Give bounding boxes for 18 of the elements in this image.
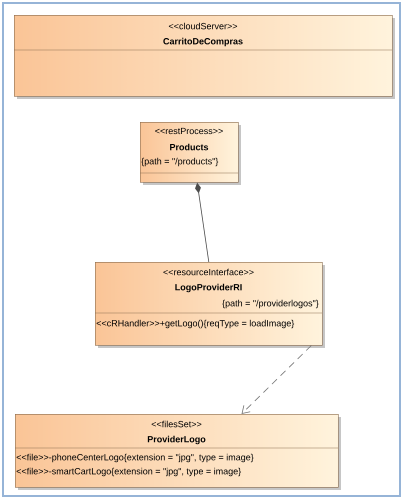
class-name: LogoProviderRI — [175, 284, 242, 292]
class-box — [140, 122, 241, 185]
tagged-value: {path = "/providerlogos"} — [222, 300, 319, 308]
class-name: ProviderLogo — [148, 436, 206, 444]
class-box — [14, 15, 395, 99]
class-name: CarritoDeCompras — [163, 38, 243, 46]
class-name: Products — [170, 144, 208, 150]
stereotype-label: <<resourceInterface>> — [163, 268, 254, 276]
stereotype-label: <<filesSet>> — [152, 420, 202, 428]
member-text: {path = "/products"} — [141, 158, 218, 166]
connector-arrow — [242, 345, 312, 414]
member-text: <<file>>-smartCartLogo{extension = "jpg", type = image} — [16, 468, 242, 476]
class-box — [14, 414, 341, 490]
class-box — [94, 262, 325, 348]
stereotype-label: <<restProcess>> — [155, 128, 223, 134]
member-text: <<cRHandler>>+getLogo(){reqType = loadImage} — [96, 320, 294, 328]
member-text: <<file>>-phoneCenterLogo{extension = "jpg", type = image} — [16, 454, 254, 462]
stereotype-label: <<cloudServer>> — [168, 22, 238, 30]
